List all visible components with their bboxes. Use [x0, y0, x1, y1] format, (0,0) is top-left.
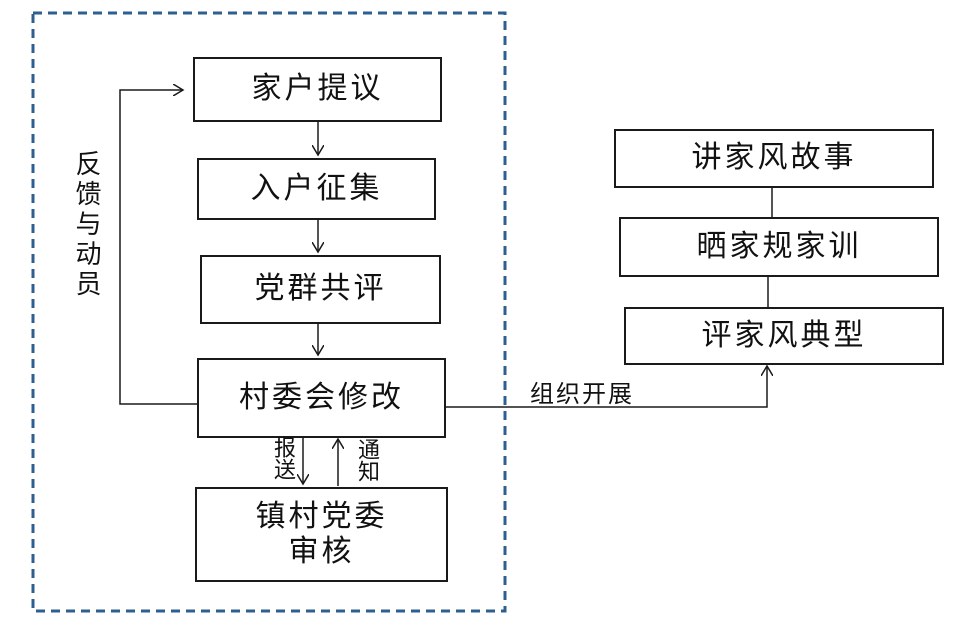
notify-text: 通知: [354, 438, 379, 482]
feedback-loop-line: [119, 90, 197, 405]
activity-family-rules-label: 晒家规家训: [696, 228, 862, 264]
activity-family-stories: 讲家风故事: [614, 129, 934, 188]
step-household-proposal: 家户提议: [193, 57, 442, 122]
activity-family-rules: 晒家规家训: [619, 217, 939, 277]
step-household-proposal-label: 家户提议: [251, 71, 384, 107]
notify-label: 通知: [352, 438, 380, 482]
step-town-review-label-line2: 审核: [288, 533, 355, 569]
step-door-collection-label: 入户征集: [250, 170, 383, 206]
report-label: 报送: [268, 436, 296, 480]
feedback-mobilize-text: 反馈与动员: [71, 150, 101, 300]
step-town-review-label-line1: 镇村党委: [255, 499, 388, 534]
step-party-evaluation-label: 党群共评: [254, 271, 387, 307]
step-door-collection: 入户征集: [197, 158, 436, 220]
report-text: 报送: [270, 436, 295, 480]
process-frame: [31, 11, 507, 613]
organize-text: 组织开展: [530, 380, 634, 408]
step-town-review: 镇村党委 审核: [195, 487, 448, 582]
activity-family-models: 评家风典型: [624, 307, 944, 365]
organize-label: 组织开展: [530, 374, 634, 409]
organize-connector-line: [446, 366, 767, 408]
step-committee-revision-label: 村委会修改: [239, 379, 404, 415]
step-party-evaluation: 党群共评: [200, 255, 441, 324]
activity-family-stories-label: 讲家风故事: [691, 140, 857, 176]
feedback-mobilize-label: 反馈与动员: [67, 150, 101, 300]
step-committee-revision: 村委会修改: [197, 358, 446, 438]
activity-family-models-label: 评家风典型: [701, 317, 867, 353]
